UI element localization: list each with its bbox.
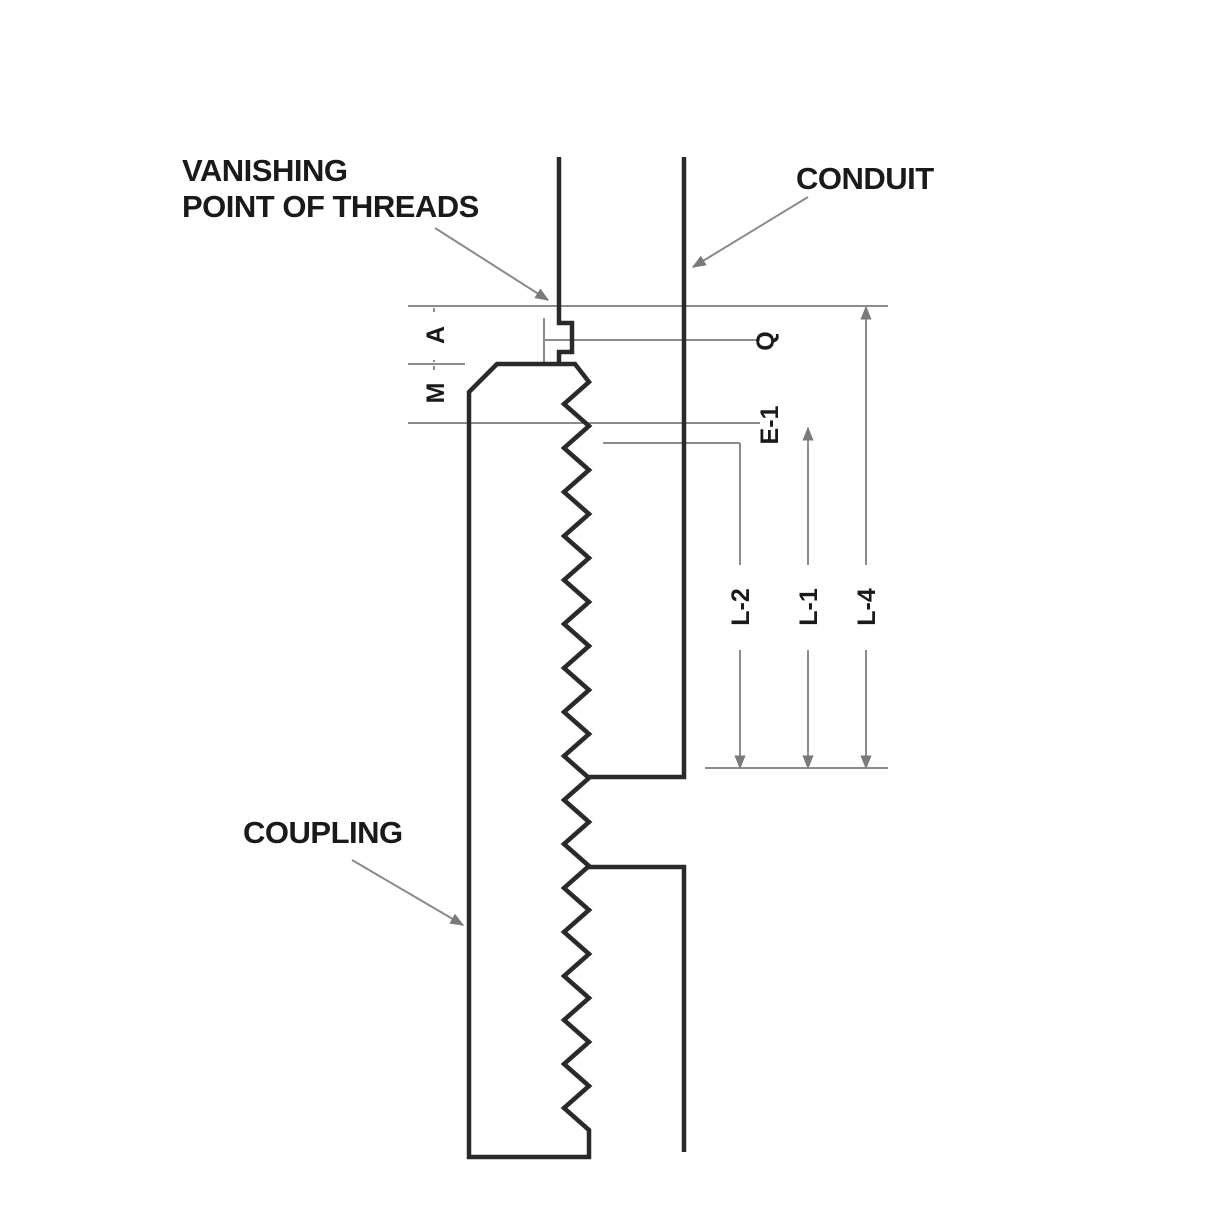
dim-label-q: Q [752,331,780,350]
dim-label-a: A [422,326,450,344]
coupling-label: COUPLING [243,815,403,850]
coupling-outline [466,361,593,1160]
dim-label-l2: L-2 [727,588,755,626]
upper-conduit-outer-wall [588,157,687,780]
dim-label-l4: L-4 [853,588,881,626]
vanishing-point-label-line1: VANISHING [182,153,347,188]
dim-label-l1: L-1 [795,588,823,626]
conduit-label: CONDUIT [796,161,934,196]
vanishing-point-label-line2: POINT OF THREADS [182,189,479,224]
lower-conduit-wall [588,864,687,1152]
vanishing-point-leader [434,227,550,301]
dim-label-e1: E-1 [756,405,784,444]
conduit-leader [691,196,809,268]
coupling-leader [351,859,465,926]
upper-conduit-inner-wall [556,157,575,364]
dim-label-m: M [422,383,450,404]
